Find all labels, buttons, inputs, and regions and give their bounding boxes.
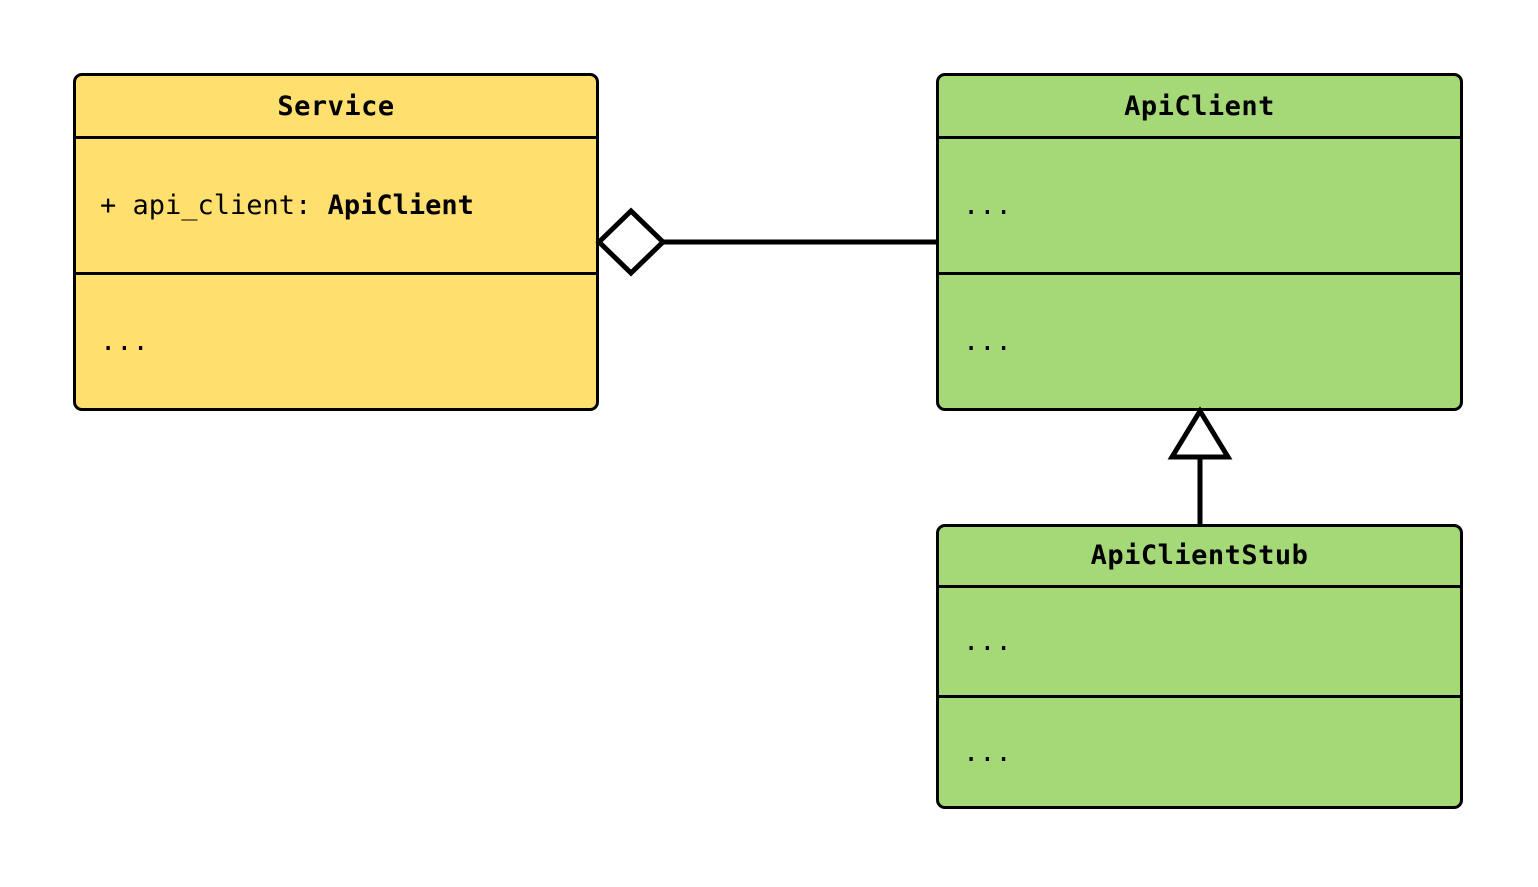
- class-title-service: Service: [76, 76, 596, 139]
- class-operations-apiclient: ...: [963, 326, 1012, 357]
- relation-aggregation: [595, 207, 936, 277]
- class-operations-service: ...: [100, 326, 149, 357]
- class-attributes-service: + api_client: ApiClient: [76, 139, 596, 275]
- attribute-api-client-type: ApiClient: [327, 190, 474, 221]
- class-box-service[interactable]: Service + api_client: ApiClient ...: [73, 73, 599, 411]
- attribute-api-client-label: + api_client:: [100, 190, 328, 221]
- class-title-apiclient: ApiClient: [939, 76, 1460, 139]
- class-box-apiclientstub[interactable]: ApiClientStub ... ...: [936, 524, 1463, 809]
- class-operations-apiclientstub: ...: [963, 736, 1012, 768]
- class-attributes-apiclient: ...: [939, 139, 1460, 275]
- class-title-apiclientstub: ApiClientStub: [939, 527, 1460, 588]
- class-attributes-apiclientstub: ...: [939, 588, 1460, 699]
- aggregation-diamond-icon: [595, 207, 667, 277]
- inheritance-triangle-icon: [1167, 406, 1233, 460]
- class-box-apiclient[interactable]: ApiClient ... ...: [936, 73, 1463, 411]
- relation-generalization: [1167, 406, 1233, 524]
